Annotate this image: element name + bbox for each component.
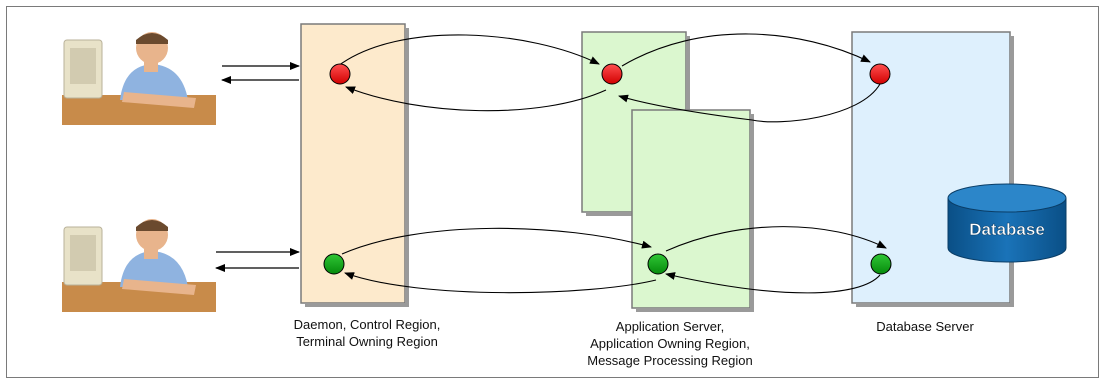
green-node-db-server — [870, 253, 892, 275]
green-flow-arrows — [341, 226, 887, 294]
db-caption-line-1: Database Server — [876, 319, 974, 334]
green-node-daemon — [323, 253, 345, 275]
database-label: Database — [969, 220, 1045, 239]
db-server-caption: Database Server — [840, 318, 1010, 335]
daemon-caption: Daemon, Control Region, Terminal Owning … — [282, 316, 452, 350]
app-caption-line-3: Message Processing Region — [587, 353, 753, 368]
red-node-db-server — [869, 63, 891, 85]
app-caption-line-2: Application Owning Region, — [590, 336, 750, 351]
red-node-daemon — [329, 63, 351, 85]
user-bottom-illustration — [62, 212, 216, 312]
user-bottom-arrows — [215, 248, 300, 272]
user-top-arrows — [221, 62, 300, 84]
green-node-app-server — [647, 253, 669, 275]
app-server-box-front — [631, 109, 751, 309]
daemon-caption-line-2: Terminal Owning Region — [296, 334, 438, 349]
red-flow-arrows — [337, 33, 881, 123]
diagram-frame — [6, 6, 1099, 378]
app-server-caption: Application Server, Application Owning R… — [570, 318, 770, 369]
app-caption-line-1: Application Server, — [615, 319, 725, 334]
user-top-illustration — [62, 25, 216, 125]
daemon-box — [300, 23, 406, 304]
database-cylinder — [947, 183, 1067, 263]
red-node-app-server — [601, 63, 623, 85]
daemon-caption-line-1: Daemon, Control Region, — [293, 317, 441, 332]
